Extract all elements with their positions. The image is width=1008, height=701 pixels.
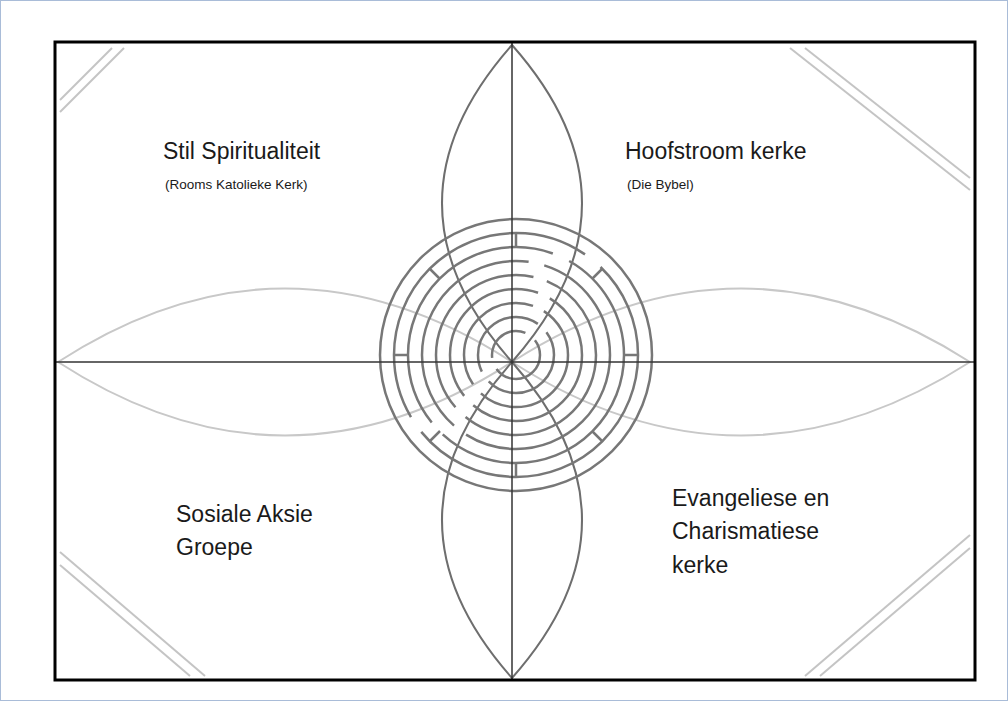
quadrant-label: Evangeliese en Charismatiese kerke <box>672 482 862 582</box>
labyrinth-ring <box>422 261 610 449</box>
quadrant-subtitle: (Rooms Katolieke Kerk) <box>165 177 308 193</box>
labyrinth-ring <box>394 233 638 477</box>
labyrinth-ring <box>450 289 582 421</box>
vertical-axis <box>511 42 513 680</box>
labyrinth-ring <box>492 331 540 379</box>
labyrinth-turns <box>394 233 638 477</box>
outer-frame <box>55 42 975 680</box>
labyrinth-ring <box>436 275 596 435</box>
corner-line <box>60 48 124 112</box>
corner-line <box>805 48 970 178</box>
labyrinth-ring <box>380 219 652 491</box>
quadrant-label: Sosiale Aksie Groepe <box>176 498 351 565</box>
labyrinth-ring <box>464 303 568 407</box>
quadrant-label: Stil Spiritualiteit <box>163 138 320 166</box>
quadrant-subtitle: (Die Bybel) <box>627 177 694 193</box>
horizontal-axis <box>55 361 975 363</box>
corner-line <box>805 535 970 676</box>
cross-lines <box>55 42 975 680</box>
labyrinth-ring <box>478 317 554 393</box>
labyrinth-ring <box>408 247 624 463</box>
corner-line <box>60 552 205 676</box>
corner-line <box>60 565 190 676</box>
labyrinth <box>380 219 652 491</box>
corner-line <box>790 48 970 190</box>
quadrant-label: Hoofstroom kerke <box>625 138 807 166</box>
corner-line <box>60 48 112 100</box>
corner-line <box>820 548 970 676</box>
